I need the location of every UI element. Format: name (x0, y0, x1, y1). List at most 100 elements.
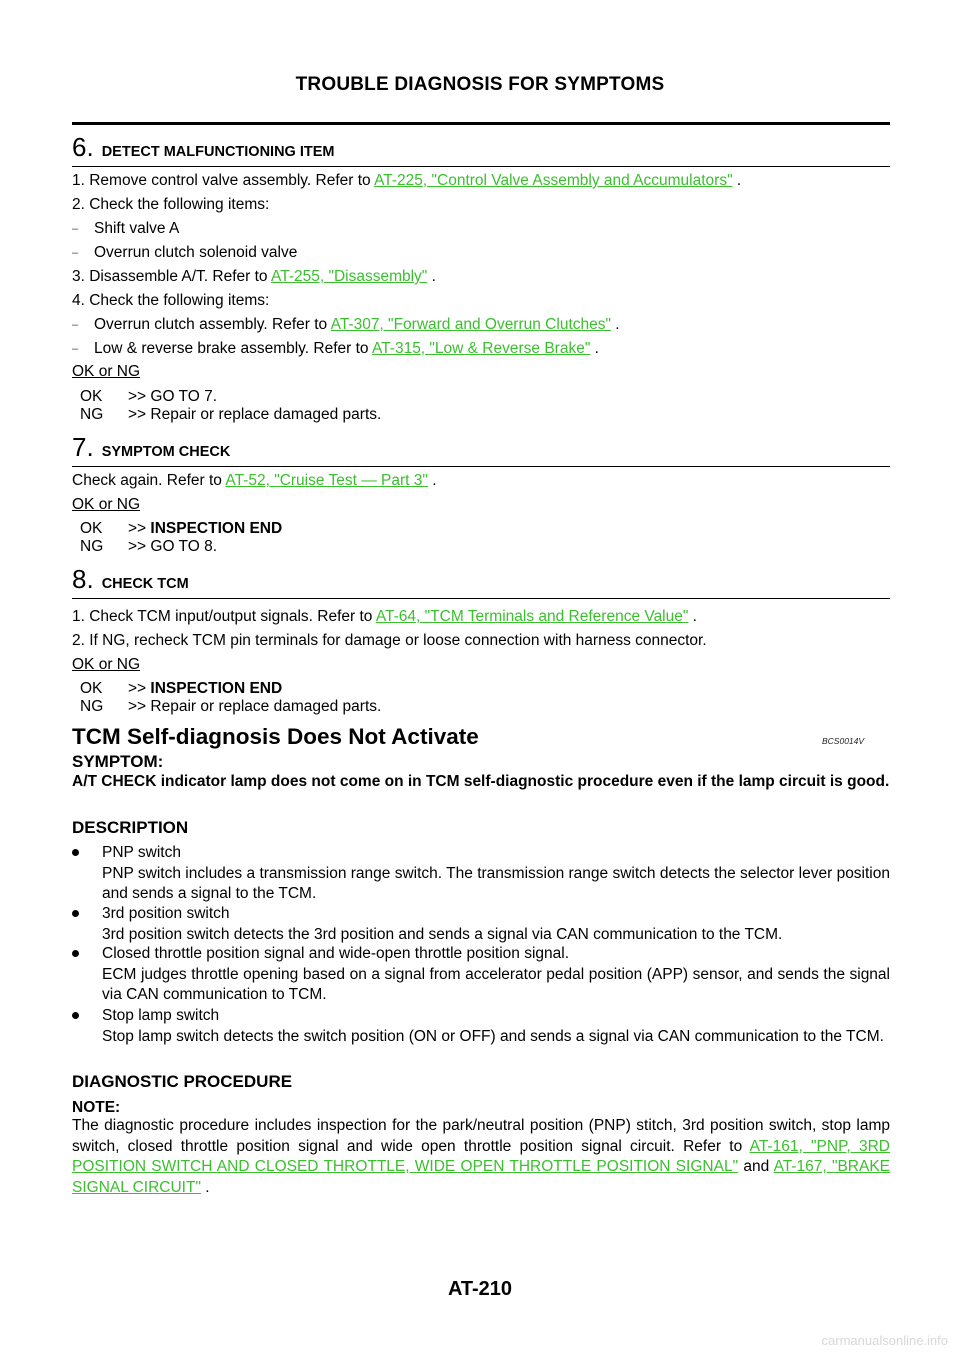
step-7: 7. SYMPTOM CHECK (72, 434, 890, 467)
ok-or-ng-label: OK or NG (72, 496, 141, 513)
text: . (590, 340, 599, 357)
bullet-desc: ECM judges throttle opening based on a s… (102, 965, 890, 1004)
text: >> Repair or replace damaged parts. (128, 698, 382, 715)
step-6: 6. DETECT MALFUNCTIONING ITEM (72, 134, 890, 167)
text: Shift valve A (94, 220, 180, 237)
link-control-valve[interactable]: AT-225, "Control Valve Assembly and Accu… (374, 172, 733, 189)
ok-response: OK>> GO TO 7. (80, 388, 217, 406)
bullet-desc: 3rd position switch detects the 3rd posi… (102, 925, 783, 943)
step-8-body: 1. Check TCM input/output signals. Refer… (72, 608, 890, 718)
step-dot: . (86, 564, 94, 594)
bullet-text: Closed throttle position signal and wide… (102, 944, 890, 1006)
step-8: 8. CHECK TCM (72, 566, 890, 599)
watermark: carmanualsonline.info (821, 1333, 948, 1348)
link-brake-signal-circuit[interactable]: AT-167, "BRAKE SIGNAL CIRCUIT" (72, 1158, 890, 1196)
symptom-heading: SYMPTOM: (72, 752, 164, 771)
text: Overrun clutch solenoid valve (94, 244, 298, 261)
text: Overrun clutch assembly. Refer to (94, 316, 331, 333)
section-title: TCM Self-diagnosis Does Not Activate (72, 724, 479, 749)
step-7-heading: 7. SYMPTOM CHECK (72, 434, 890, 467)
sub-item: –Low & reverse brake assembly. Refer to … (72, 340, 599, 358)
dash-mark: – (72, 342, 79, 355)
text: . (688, 608, 697, 625)
instruction-line: 1. Check TCM input/output signals. Refer… (72, 608, 697, 626)
text: >> Repair or replace damaged parts. (128, 406, 382, 423)
link-disassembly[interactable]: AT-255, "Disassembly" (271, 268, 428, 285)
text: >> GO TO 8. (128, 538, 218, 555)
sub-item: – Overrun clutch assembly. Refer to AT-30… (72, 316, 620, 334)
ng-response: NG>> GO TO 8. (80, 538, 217, 556)
dash-mark: – (72, 246, 79, 259)
text: . (427, 268, 436, 285)
text: OK (80, 520, 103, 537)
text: . (611, 316, 620, 333)
bullet-icon (72, 849, 79, 856)
link-cruise-test[interactable]: AT-52, "Cruise Test — Part 3" (225, 472, 428, 489)
text: OK (80, 680, 103, 697)
bullet-title: Closed throttle position signal and wide… (102, 945, 570, 962)
text: Check again. Refer to (72, 472, 226, 489)
ok-response: OK>> INSPECTION END (80, 520, 282, 538)
sub-item: – Overrun clutch solenoid valve (72, 244, 297, 262)
instruction-line: 4. Check the following items: (72, 292, 270, 309)
bullet-item: Closed throttle position signal and wide… (72, 944, 890, 1006)
step-7-body: Check again. Refer to AT-52, "Cruise Tes… (72, 472, 890, 562)
bullet-icon (72, 950, 79, 957)
bullet-desc: PNP switch includes a transmission range… (102, 864, 890, 903)
text: 3. Disassemble A/T. Refer to (72, 268, 272, 285)
step-dot: . (86, 132, 94, 162)
step-6-heading: 6. DETECT MALFUNCTIONING ITEM (72, 134, 890, 167)
instruction-line: 1. Remove control valve assembly. Refer … (72, 172, 741, 190)
diagnostic-procedure-heading: DIAGNOSTIC PROCEDURE (72, 1072, 293, 1091)
bullet-icon (72, 1012, 79, 1019)
ng-response: NG >> Repair or replace damaged parts. (80, 406, 381, 424)
step-number: 6 (72, 132, 87, 162)
link-forward-overrun-clutches[interactable]: AT-307, "Forward and Overrun Clutches" (330, 316, 611, 333)
dash-mark: – (72, 318, 79, 331)
bullet-text: 3rd position switch 3rd position switch d… (102, 904, 890, 945)
header-rule (72, 122, 890, 125)
description-heading: DESCRIPTION (72, 818, 189, 837)
text: The diagnostic procedure includes inspec… (72, 1117, 890, 1155)
bullet-title: PNP switch (102, 844, 181, 861)
bullet-desc: Stop lamp switch detects the switch posi… (102, 1027, 884, 1045)
dash-mark: – (72, 222, 79, 235)
note-heading: NOTE: (72, 1099, 121, 1116)
note-text: The diagnostic procedure includes inspec… (72, 1116, 890, 1198)
text: >> (128, 520, 151, 537)
ok-or-ng-label: OK or NG (72, 656, 141, 673)
bullet-icon (72, 910, 79, 917)
text: INSPECTION END (150, 680, 283, 697)
step-number: 8 (72, 564, 87, 594)
step-6-body: 1. Remove control valve assembly. Refer … (72, 172, 890, 424)
instruction-line: Check again. Refer to AT-52, "Cruise Tes… (72, 472, 437, 490)
text: . (427, 472, 437, 489)
bullet-title: Stop lamp switch (102, 1007, 220, 1024)
bullet-item: 3rd position switch 3rd position switch d… (72, 904, 890, 945)
text: >> GO TO 7. (128, 388, 218, 405)
instruction-line: 3. Disassemble A/T. Refer to AT-255, "Di… (72, 268, 436, 286)
link-low-reverse-brake[interactable]: AT-315, "Low & Reverse Brake" (371, 340, 591, 357)
link-pnp-switch-circuit[interactable]: AT-161, "PNP, 3RD POSITION SWITCH AND CL… (72, 1137, 890, 1176)
text: Low & reverse brake assembly. Refer to (94, 340, 372, 357)
text: NG (80, 406, 104, 423)
symptom-text: A/T CHECK indicator lamp does not come o… (72, 773, 890, 790)
instruction-line: 2. If NG, recheck TCM pin terminals for … (72, 632, 707, 649)
text: 1. Check TCM input/output signals. Refer… (72, 608, 376, 625)
link-tcm-terminals[interactable]: AT-64, "TCM Terminals and Reference Valu… (375, 608, 689, 625)
step-title: DETECT MALFUNCTIONING ITEM (101, 144, 335, 160)
step-dot: . (86, 432, 94, 462)
text: 1. Remove control valve assembly. Refer … (72, 172, 375, 189)
page-number: AT-210 (447, 1278, 513, 1300)
text: NG (80, 698, 104, 715)
text: . (732, 172, 742, 189)
bullet-title: 3rd position switch (102, 905, 230, 922)
step-8-heading: 8. CHECK TCM (72, 566, 890, 599)
step-title: SYMPTOM CHECK (101, 444, 231, 460)
ok-response: OK>> INSPECTION END (80, 680, 282, 698)
ng-response: NG >> Repair or replace damaged parts. (80, 698, 381, 716)
